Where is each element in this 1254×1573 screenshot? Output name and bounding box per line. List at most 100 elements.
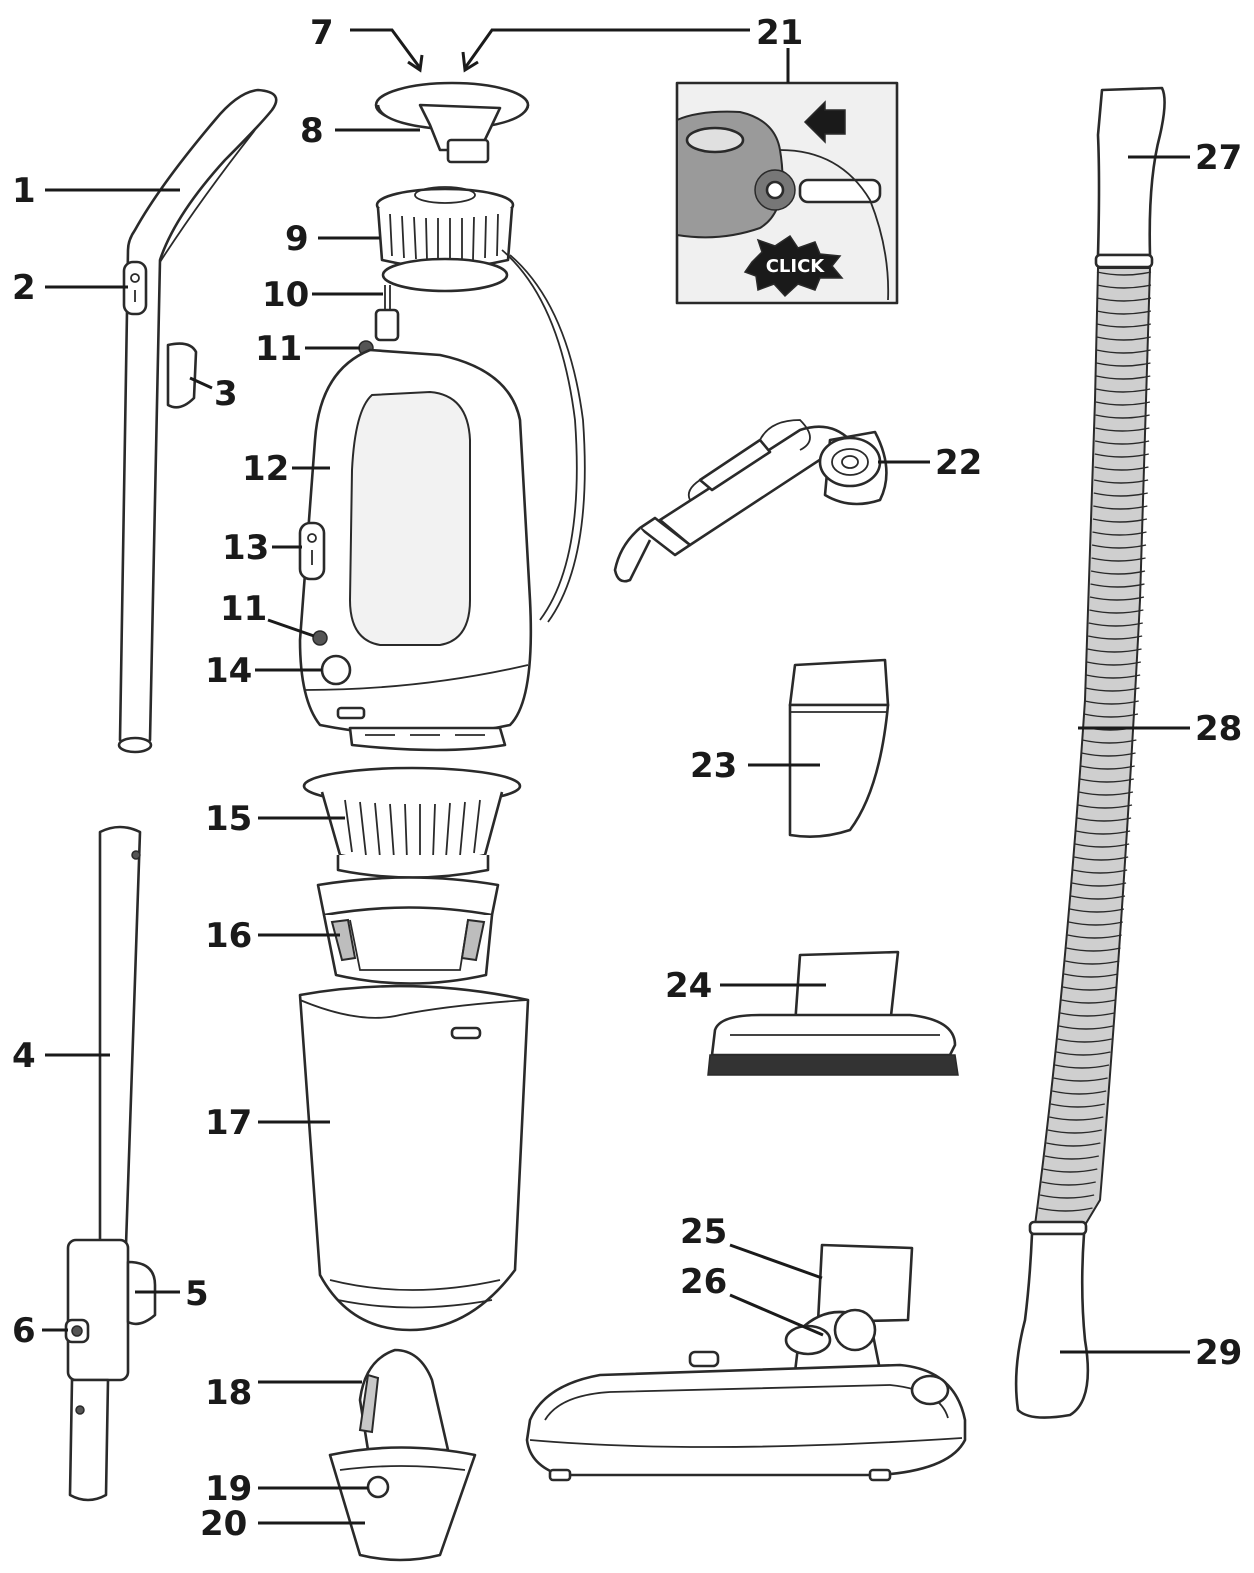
part-label-12: 12 xyxy=(242,449,289,489)
hose-rib xyxy=(1065,960,1120,965)
inset-connection-drawing: CLICK xyxy=(675,81,899,305)
handle-drawing xyxy=(117,88,278,754)
hose-rib xyxy=(1066,947,1121,952)
hose-rib xyxy=(1092,518,1148,523)
hose-rib xyxy=(1082,739,1137,744)
hose-rib xyxy=(1091,557,1146,562)
hose-rib xyxy=(1095,388,1151,393)
part-label-15: 15 xyxy=(205,799,252,839)
hose-rib xyxy=(1085,687,1140,692)
hose-rib xyxy=(1096,375,1151,380)
hose-rib xyxy=(1086,661,1142,666)
part-label-19: 19 xyxy=(205,1469,252,1509)
hose-rib xyxy=(1078,791,1134,796)
hose-rib xyxy=(1046,1142,1101,1147)
hose-rib xyxy=(1068,921,1123,926)
part-label-11-top: 11 xyxy=(255,329,302,369)
hose-rib xyxy=(1038,1207,1093,1212)
brush-tool-drawing xyxy=(707,950,959,1076)
hose-rib xyxy=(1088,622,1143,627)
hose-rib xyxy=(1067,934,1122,939)
leader-lines xyxy=(42,28,1190,1525)
hose-rib xyxy=(1075,843,1130,848)
part-label-26: 26 xyxy=(680,1262,727,1302)
hose-rib xyxy=(1089,609,1144,614)
part-label-11-side: 11 xyxy=(220,589,267,629)
part-label-29: 29 xyxy=(1195,1333,1242,1373)
hose-rib xyxy=(1077,804,1133,809)
hose-rib xyxy=(1047,1129,1103,1134)
part-number-labels: 1 2 3 4 5 6 7 8 9 10 11 11 12 13 14 15 1… xyxy=(12,13,1242,1544)
hose-rib xyxy=(1063,973,1119,978)
hose-rib xyxy=(1049,1116,1104,1121)
hose-rib xyxy=(1084,700,1139,705)
top-filter-drawing xyxy=(375,186,515,293)
hose-rib xyxy=(1096,336,1151,341)
hose-rib xyxy=(1093,492,1148,497)
hose-rib xyxy=(1073,856,1129,861)
hose-rib xyxy=(1095,427,1150,432)
hose-rib xyxy=(1096,297,1152,302)
hose-rib xyxy=(1095,414,1150,419)
part-label-3: 3 xyxy=(214,374,238,414)
part-label-17: 17 xyxy=(205,1103,252,1143)
hose-rib xyxy=(1044,1155,1099,1160)
hose-rib xyxy=(1058,1025,1114,1030)
part-label-28: 28 xyxy=(1195,709,1242,749)
hose-rib xyxy=(1060,1012,1115,1017)
click-badge-text: CLICK xyxy=(766,256,826,277)
part-label-2: 2 xyxy=(12,268,36,308)
hose-rib xyxy=(1096,323,1151,328)
extension-tube-drawing xyxy=(64,825,157,1502)
filter-cage-drawing xyxy=(316,876,500,985)
part-label-13: 13 xyxy=(222,528,269,568)
hose-rib xyxy=(1071,882,1127,887)
hose-rib xyxy=(1041,1181,1096,1186)
hose-rib xyxy=(1081,752,1136,757)
hose-rib xyxy=(1094,440,1150,445)
hose-rib xyxy=(1096,271,1152,276)
hose-rib xyxy=(1080,765,1135,770)
hose-rib xyxy=(1096,284,1152,289)
floor-nozzle-drawing xyxy=(525,1243,967,1482)
hose-rib xyxy=(1087,635,1143,640)
hose-rib xyxy=(1039,1194,1095,1199)
part-label-16: 16 xyxy=(205,916,252,956)
hose-rib xyxy=(1094,453,1149,458)
part-label-1: 1 xyxy=(12,171,36,211)
main-body-drawing xyxy=(298,348,533,752)
hose-rib xyxy=(1079,778,1134,783)
hose-rib xyxy=(1043,1168,1098,1173)
cone-filter-drawing xyxy=(302,766,522,879)
part-label-18: 18 xyxy=(205,1373,252,1413)
part-label-21: 21 xyxy=(756,13,803,53)
hose-rib xyxy=(1090,570,1146,575)
part-label-10: 10 xyxy=(262,275,309,315)
shoulder-strap-drawing xyxy=(613,419,888,583)
hose-rib xyxy=(1086,674,1141,679)
part-label-27: 27 xyxy=(1195,138,1242,178)
dust-container-drawing xyxy=(298,984,530,1332)
hose-rib xyxy=(1050,1103,1105,1108)
hose-rib xyxy=(1087,648,1142,653)
crevice-base-drawing xyxy=(328,1348,477,1562)
hose-rib xyxy=(1069,908,1125,913)
part-label-4: 4 xyxy=(12,1036,36,1076)
hose-rib xyxy=(1090,583,1145,588)
part-label-25: 25 xyxy=(680,1212,727,1252)
hose-rib xyxy=(1076,817,1132,822)
part-label-24: 24 xyxy=(665,966,712,1006)
hose-rib xyxy=(1062,986,1118,991)
hose-rib xyxy=(1094,466,1149,471)
flexible-hose-drawing xyxy=(1014,86,1166,1419)
hose-rib xyxy=(1096,349,1151,354)
hose-rib xyxy=(1053,1077,1108,1082)
hose-rib xyxy=(1095,401,1151,406)
hose-rib xyxy=(1096,310,1152,315)
hose-rib xyxy=(1057,1038,1112,1043)
part-label-20: 20 xyxy=(200,1504,247,1544)
hose-rib xyxy=(1092,531,1147,536)
hose-rib xyxy=(1083,713,1139,718)
part-label-22: 22 xyxy=(935,443,982,483)
